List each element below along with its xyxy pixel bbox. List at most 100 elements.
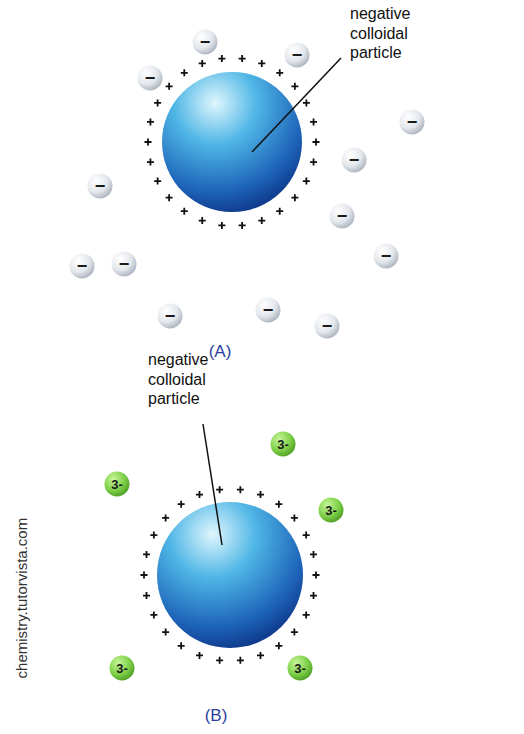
panel-label: (A) [209, 342, 232, 363]
plus-sign [199, 217, 206, 224]
plus-sign [147, 159, 154, 166]
plus-sign [147, 118, 154, 125]
plus-sign [154, 178, 161, 185]
plus-sign [313, 139, 320, 146]
anion: − [87, 173, 113, 199]
plus-sign [291, 629, 298, 636]
positive-charge-ring [145, 55, 320, 229]
plus-sign [310, 592, 317, 599]
plus-sign [199, 60, 206, 67]
anion: − [341, 147, 367, 173]
ion-charge: − [314, 313, 340, 339]
trivalent-anion: 3- [287, 655, 313, 681]
plus-sign [150, 611, 157, 618]
plus-sign [218, 55, 225, 62]
plus-sign [310, 118, 317, 125]
panel-label: (B) [205, 706, 228, 727]
anion: − [192, 29, 218, 55]
plus-sign [145, 139, 152, 146]
plus-sign [162, 514, 169, 521]
anion: − [255, 297, 281, 323]
ion-charge: − [399, 109, 425, 135]
plus-sign [291, 194, 298, 201]
leader-line [252, 58, 341, 152]
ion-charge: 3- [270, 431, 296, 457]
plus-sign [303, 99, 310, 106]
ion-charge: − [87, 173, 113, 199]
plus-sign [303, 611, 310, 618]
plus-sign [310, 159, 317, 166]
plus-sign [310, 551, 317, 558]
plus-sign [257, 491, 264, 498]
ion-charge: − [69, 253, 95, 279]
watermark: chemistry.tutorvista.com [13, 518, 31, 679]
anion: − [399, 109, 425, 135]
plus-sign [166, 83, 173, 90]
plus-sign [275, 642, 282, 649]
plus-sign [166, 194, 173, 201]
plus-sign [239, 222, 246, 229]
plus-sign [258, 217, 265, 224]
ion-charge: 3- [109, 655, 135, 681]
plus-sign [196, 491, 203, 498]
anion: − [329, 203, 355, 229]
colloidal-particle [157, 502, 303, 648]
leader-line [203, 424, 222, 545]
plus-sign [181, 69, 188, 76]
anion: − [111, 251, 137, 277]
ion-charge: 3- [287, 655, 313, 681]
plus-sign [303, 532, 310, 539]
plus-sign [196, 652, 203, 659]
particle-label: negative colloidal particle [148, 350, 240, 409]
ion-charge: 3- [318, 497, 344, 523]
ion-charge: − [192, 29, 218, 55]
ion-charge: − [111, 251, 137, 277]
plus-sign [141, 572, 148, 579]
ion-charge: − [157, 303, 183, 329]
anion: − [137, 65, 163, 91]
plus-sign [162, 629, 169, 636]
plus-sign [154, 99, 161, 106]
anion: − [314, 313, 340, 339]
trivalent-anion: 3- [104, 471, 130, 497]
plus-sign [143, 551, 150, 558]
ion-charge: − [137, 65, 163, 91]
plus-sign [216, 657, 223, 664]
plus-sign [303, 178, 310, 185]
plus-sign [143, 592, 150, 599]
ion-charge: − [341, 147, 367, 173]
anion: − [69, 253, 95, 279]
anion: − [373, 243, 399, 269]
plus-sign [275, 501, 282, 508]
plus-sign [216, 486, 223, 493]
ion-charge: − [255, 297, 281, 323]
ion-charge: − [329, 203, 355, 229]
trivalent-anion: 3- [109, 655, 135, 681]
plus-sign [258, 60, 265, 67]
plus-sign [276, 69, 283, 76]
plus-sign [181, 208, 188, 215]
anion: − [284, 42, 310, 68]
plus-sign [276, 208, 283, 215]
trivalent-anion: 3- [270, 431, 296, 457]
plus-sign [257, 652, 264, 659]
ion-charge: − [373, 243, 399, 269]
colloidal-particle [162, 72, 302, 212]
plus-sign [237, 657, 244, 664]
positive-charge-ring [141, 486, 320, 664]
trivalent-anion: 3- [318, 497, 344, 523]
plus-sign [291, 514, 298, 521]
plus-sign [313, 572, 320, 579]
anion: − [157, 303, 183, 329]
particle-label: negative colloidal particle [350, 4, 442, 63]
plus-sign [239, 55, 246, 62]
ion-charge: − [284, 42, 310, 68]
plus-sign [291, 83, 298, 90]
plus-sign [178, 642, 185, 649]
ion-charge: 3- [104, 471, 130, 497]
plus-sign [150, 532, 157, 539]
plus-sign [237, 486, 244, 493]
plus-sign [178, 501, 185, 508]
plus-sign [218, 222, 225, 229]
